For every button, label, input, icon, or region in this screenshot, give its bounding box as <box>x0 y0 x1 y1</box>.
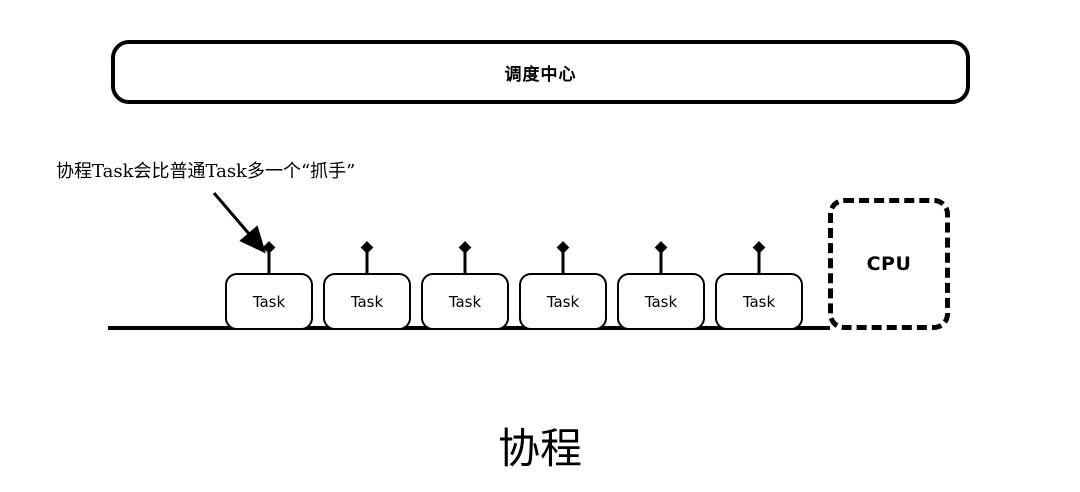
task-handle-icon <box>262 240 276 276</box>
task-box-4[interactable]: Task <box>519 273 607 330</box>
task-label-3: Task <box>448 292 482 311</box>
cpu-box: CPU <box>828 198 950 330</box>
cpu-label: CPU <box>866 253 912 275</box>
task-unit-5[interactable]: Task <box>617 240 705 330</box>
task-label-6: Task <box>742 292 776 311</box>
diagram-caption: 协程 <box>497 424 582 473</box>
task-unit-6[interactable]: Task <box>715 240 803 330</box>
task-box-3[interactable]: Task <box>421 273 509 330</box>
task-box-2[interactable]: Task <box>323 273 411 330</box>
task-unit-2[interactable]: Task <box>323 240 411 330</box>
handle-annotation-text: 协程Task会比普通Task多一个“抓手” <box>56 161 356 182</box>
task-handle-icon <box>654 240 668 276</box>
task-handle-icon <box>752 240 766 276</box>
task-label-5: Task <box>644 292 678 311</box>
task-handle-icon <box>556 240 570 276</box>
task-unit-3[interactable]: Task <box>421 240 509 330</box>
task-box-1[interactable]: Task <box>225 273 313 330</box>
task-handle-icon <box>458 240 472 276</box>
scheduler-center-label: 调度中心 <box>504 64 577 85</box>
task-label-4: Task <box>546 292 580 311</box>
task-row: Task Task Task Task <box>225 240 803 330</box>
task-handle-icon <box>360 240 374 276</box>
task-label-1: Task <box>252 292 286 311</box>
task-label-2: Task <box>350 292 384 311</box>
task-unit-1[interactable]: Task <box>225 240 313 330</box>
scheduler-center-box: 调度中心 <box>111 40 970 104</box>
task-box-5[interactable]: Task <box>617 273 705 330</box>
task-box-6[interactable]: Task <box>715 273 803 330</box>
task-unit-4[interactable]: Task <box>519 240 607 330</box>
